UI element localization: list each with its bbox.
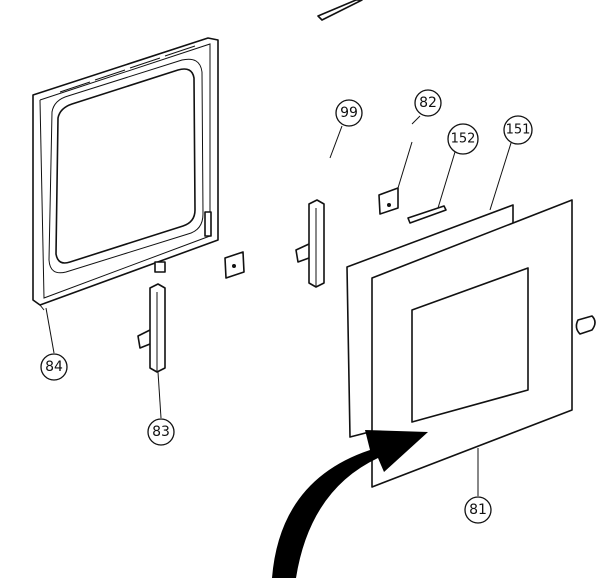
door-inner-frame-part: [32, 37, 219, 311]
leader-lines: [45, 115, 512, 496]
hinge-plate-part: [224, 251, 245, 279]
callout-label: 82: [419, 95, 437, 111]
callout-84: 84: [40, 353, 68, 381]
callout-152: 152: [447, 123, 479, 155]
assembly-direction-arrow: [272, 430, 428, 578]
callout-label: 152: [451, 132, 476, 147]
handle-part-83: [137, 283, 166, 373]
rod-part: [317, 0, 363, 21]
handle-part-99: [295, 199, 325, 288]
strip-part-152: [407, 205, 447, 224]
callout-label: 81: [469, 502, 487, 518]
callout-99: 99: [335, 99, 363, 127]
clip-part: [154, 261, 166, 273]
callout-151: 151: [503, 115, 533, 145]
callout-label: 151: [506, 123, 531, 138]
callout-81: 81: [464, 496, 492, 524]
callout-label: 99: [340, 105, 358, 121]
callout-label: 84: [45, 359, 63, 375]
knob-part: [575, 315, 596, 335]
callout-83: 83: [147, 418, 175, 446]
glass-panel-81: [371, 199, 573, 488]
callout-label: 83: [152, 424, 170, 440]
callout-82: 82: [414, 89, 442, 117]
plate-part-82: [378, 187, 399, 215]
